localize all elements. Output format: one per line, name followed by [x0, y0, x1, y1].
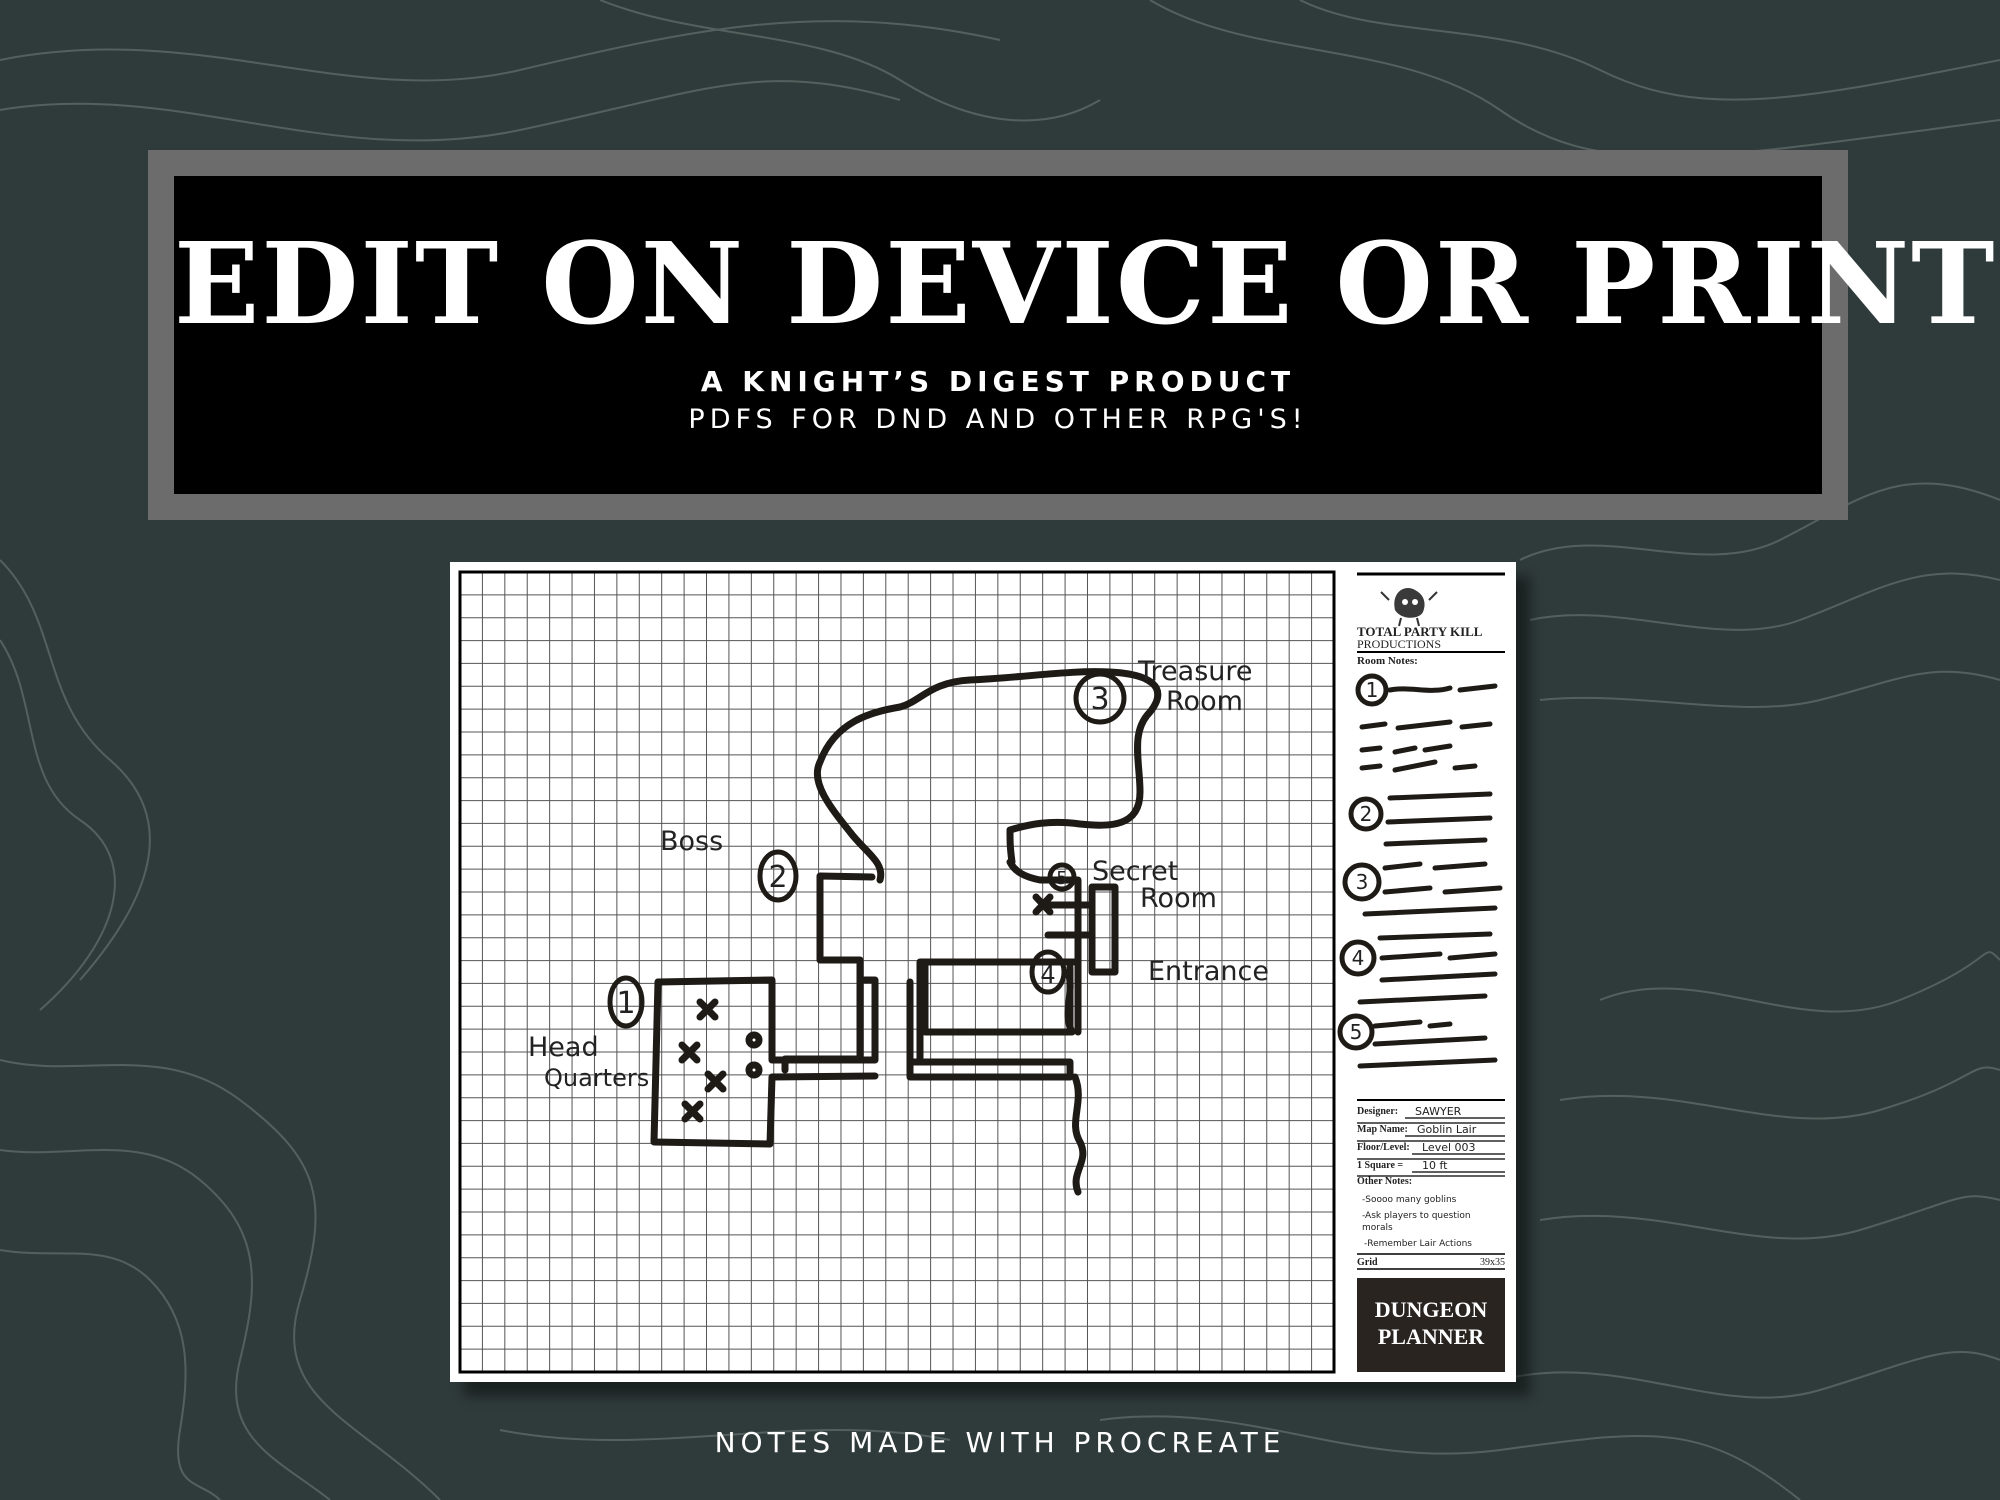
square-label: 1 Square = [1357, 1160, 1403, 1171]
secret-corridor [1044, 883, 1119, 976]
map-grid [460, 572, 1334, 1372]
note-4-circle [1339, 939, 1377, 977]
room-5-number: 5 [1056, 868, 1067, 889]
notes-panel: TOTAL PARTY KILL PRODUCTIONS Room Notes:… [1337, 572, 1505, 1372]
hq-x-marks [678, 893, 1054, 1123]
dungeon-drawing [650, 668, 1162, 1196]
room-3-number: 3 [1090, 682, 1109, 717]
logo-mascot-icon [1380, 588, 1438, 627]
room-note-circles [1337, 673, 1389, 1051]
floor-value: Level 003 [1422, 1141, 1476, 1154]
note-2-circle [1348, 796, 1384, 832]
treasure-room-outline [813, 668, 1162, 884]
note-3-circle [1342, 862, 1382, 902]
grid-value: 39x35 [1480, 1257, 1505, 1268]
hq-label-line2: Quarters [544, 1064, 649, 1092]
other-note-4: -Remember Lair Actions [1364, 1239, 1472, 1249]
hq-room-outline [654, 976, 879, 1064]
boss-label: Boss [660, 826, 723, 857]
note-5-number: 5 [1350, 1020, 1363, 1044]
secret-label-line2: Room [1140, 883, 1217, 914]
entrance-wavy-wall [1064, 968, 1087, 1196]
hq-label-line1: Head [528, 1032, 599, 1063]
footer-caption: NOTES MADE WITH PROCREATE [714, 1426, 1286, 1459]
scribbled-note-lines [1357, 683, 1503, 1069]
room-2-circle [757, 849, 799, 903]
grid-border [458, 570, 1336, 1374]
product-badge-line1: DUNGEON [1375, 1297, 1488, 1322]
other-note-3: morals [1362, 1223, 1393, 1233]
map-sheet-drawing: 1 2 3 4 5 Treasure Room Boss Secret Room… [458, 570, 1505, 1374]
note-1-number: 1 [1366, 678, 1379, 702]
banner-subtitle: A KNIGHT’S DIGEST PRODUCT [700, 365, 1296, 398]
other-note-2: -Ask players to question [1362, 1211, 1471, 1221]
grid-label: Grid [1357, 1257, 1378, 1268]
treasure-label-line2: Room [1166, 686, 1243, 717]
floor-label: Floor/Level: [1357, 1142, 1410, 1153]
logo-line2: PRODUCTIONS [1357, 637, 1441, 651]
room-4-circle [1029, 949, 1067, 995]
treasure-label-line1: Treasure [1137, 656, 1253, 687]
boss-room-outline [781, 872, 876, 1074]
product-badge [1357, 1278, 1505, 1372]
note-4-number: 4 [1352, 946, 1365, 970]
hq-room-bottom [650, 978, 879, 1148]
room-notes-label: Room Notes: [1357, 655, 1418, 667]
info-values: SAWYER Goblin Lair Level 003 10 ft [1415, 1105, 1477, 1172]
other-notes-text: -Soooo many goblins -Ask players to ques… [1362, 1195, 1472, 1249]
note-2-number: 2 [1360, 802, 1373, 826]
room-note-numbers: 1 2 3 4 5 [1350, 678, 1379, 1044]
note-1-circle [1355, 673, 1389, 707]
info-labels: Designer: Map Name: Floor/Level: 1 Squar… [1357, 1106, 1412, 1187]
banner: EDIT ON DEVICE OR PRINT! A KNIGHT’S DIGE… [174, 176, 2000, 494]
banner-frame: EDIT ON DEVICE OR PRINT! A KNIGHT’S DIGE… [148, 150, 2000, 520]
room-1-number: 1 [616, 986, 635, 1021]
other-note-1: -Soooo many goblins [1362, 1195, 1457, 1205]
entrance-label: Entrance [1148, 956, 1269, 987]
secret-label-line1: Secret [1092, 856, 1178, 887]
room-2-number: 2 [768, 860, 787, 895]
map-name-value: Goblin Lair [1417, 1123, 1477, 1136]
room-3-circle [1073, 671, 1127, 725]
other-notes-label: Other Notes: [1357, 1176, 1412, 1187]
logo-line1: TOTAL PARTY KILL [1357, 624, 1483, 639]
banner-title: EDIT ON DEVICE OR PRINT! [174, 219, 2000, 350]
room-number-circles [607, 671, 1127, 1029]
square-value: 10 ft [1422, 1159, 1448, 1172]
room-1-circle [607, 975, 645, 1029]
map-name-label: Map Name: [1357, 1124, 1408, 1135]
designer-label: Designer: [1357, 1106, 1398, 1117]
room-5-circle [1047, 862, 1077, 892]
hq-circle-mark [745, 1061, 763, 1079]
info-underlines [1357, 1117, 1505, 1177]
note-5-circle [1337, 1013, 1375, 1051]
product-badge-line2: PLANNER [1378, 1324, 1485, 1349]
designer-value: SAWYER [1415, 1105, 1462, 1118]
note-3-number: 3 [1356, 870, 1369, 894]
banner-tagline: PDFS FOR DND AND OTHER RPG'S! [688, 404, 1308, 435]
hq-circle-mark [745, 1031, 763, 1049]
room-name-labels: Treasure Room Boss Secret Room Entrance … [528, 656, 1269, 1092]
dungeon-map-sheet: 1 2 3 4 5 Treasure Room Boss Secret Room… [450, 562, 1516, 1382]
room-4-number: 4 [1040, 961, 1055, 989]
room-number-labels: 1 2 3 4 5 [616, 682, 1109, 1021]
